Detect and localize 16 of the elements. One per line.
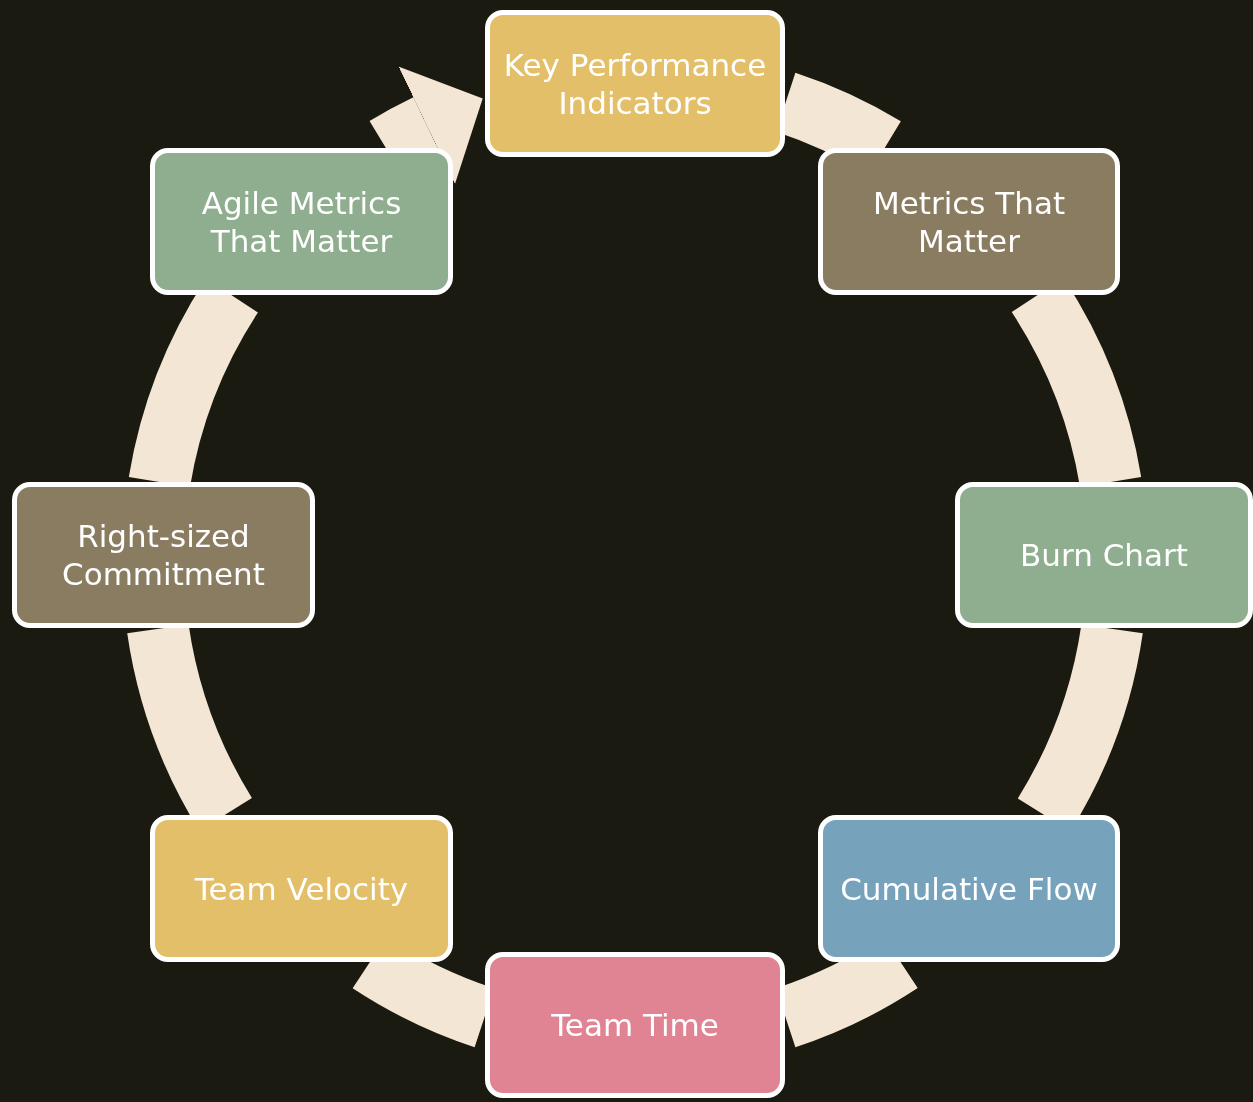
process-box — [485, 10, 785, 157]
process-box — [150, 148, 453, 295]
node-label: Key Performance Indicators — [502, 45, 768, 122]
process-box — [818, 815, 1120, 962]
process-box — [12, 482, 315, 628]
node-label: Team Time — [551, 1006, 719, 1044]
process-box — [955, 482, 1253, 628]
node-label: Agile Metrics That Matter — [200, 183, 403, 260]
node-label: Metrics That Matter — [871, 183, 1067, 260]
node-label: Right-sized Commitment — [61, 517, 266, 593]
node-label: Cumulative Flow — [840, 869, 1098, 908]
node-label: Team Velocity — [194, 869, 409, 908]
process-box — [485, 952, 785, 1098]
process-box — [818, 148, 1120, 295]
process-box — [150, 815, 453, 962]
node-label: Burn Chart — [1020, 536, 1188, 574]
